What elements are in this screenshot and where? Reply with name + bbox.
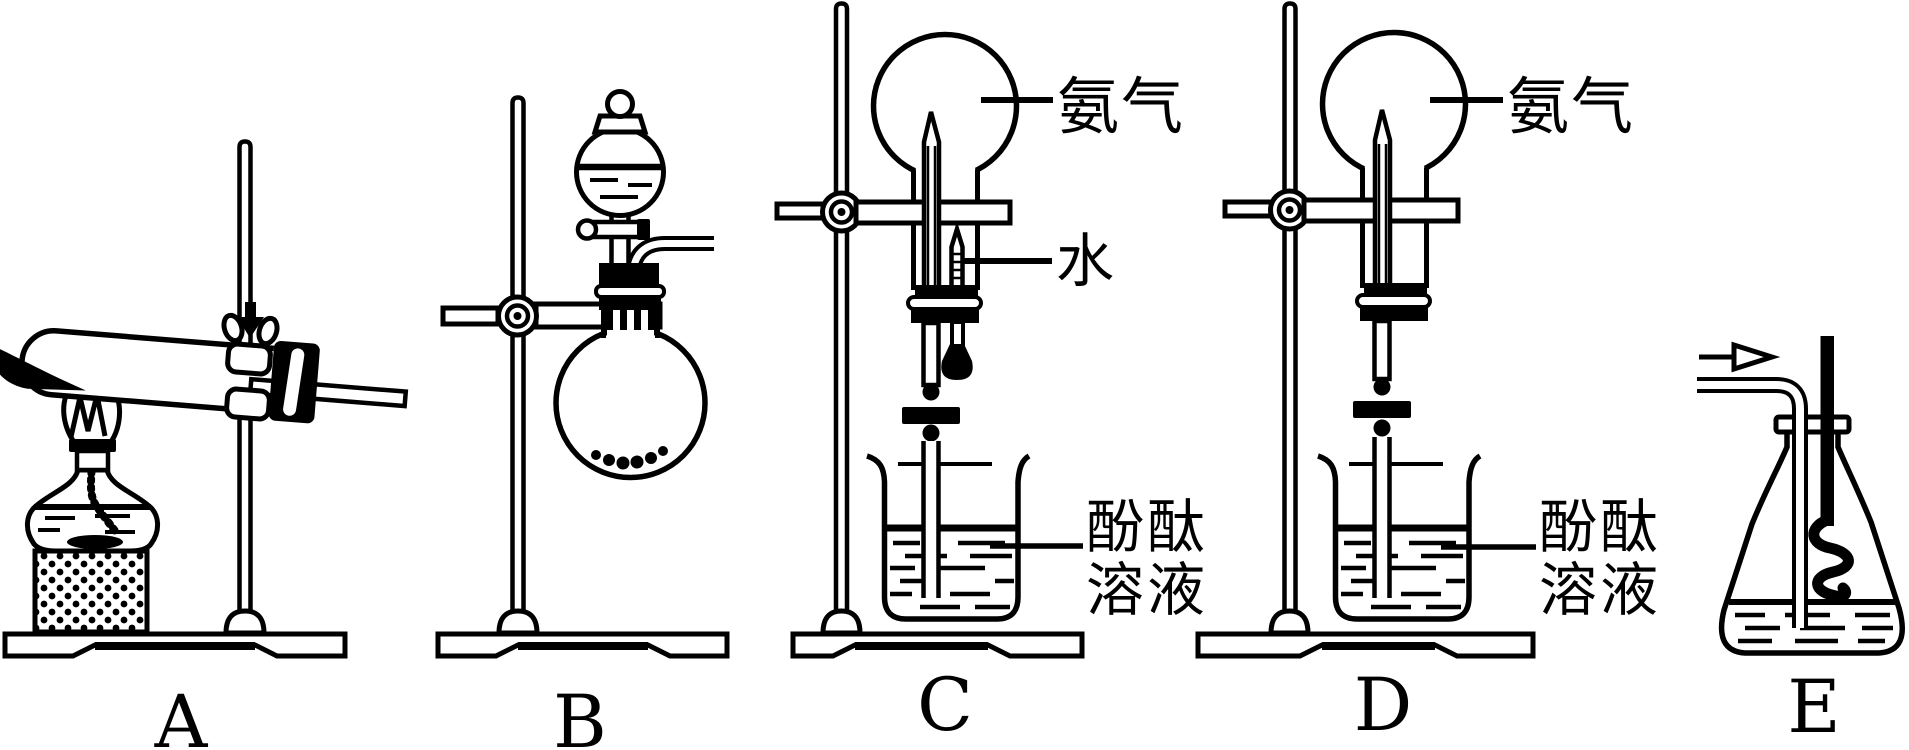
stopper-white-band	[906, 295, 983, 311]
skirt-bar	[606, 308, 613, 330]
particle	[603, 454, 615, 466]
apparatus-b-flask-with-dropping-funnel: B	[435, 89, 730, 750]
stopper-white-band	[594, 284, 666, 299]
particle	[645, 452, 657, 464]
wing-nut-left	[221, 312, 245, 344]
clamp-knob-dot	[837, 208, 846, 216]
stopcock-handle-ring	[575, 218, 599, 241]
stand-rod	[833, 1, 850, 634]
gas-flow-arrow-head	[1731, 341, 1781, 373]
rubber-stopper-bottom	[911, 308, 979, 323]
water-label: 水	[1056, 227, 1114, 295]
dropper-stem	[950, 320, 965, 348]
skirt-bar	[634, 308, 641, 330]
gas-inlet-tube-bore	[1697, 381, 1804, 628]
particle	[616, 456, 630, 470]
ammonia-label-d: 氨气	[1507, 70, 1635, 143]
down-tube-lower-bore	[925, 441, 937, 598]
clamp-knob-dot	[513, 312, 522, 320]
particle	[658, 446, 668, 456]
phenolphthalein-label-d-line2: 溶液	[1539, 556, 1661, 624]
ammonia-label-c: 氨气	[1057, 70, 1185, 143]
round-bottom-flask	[553, 325, 708, 481]
stopper-skirt	[606, 308, 655, 330]
particle	[591, 450, 601, 460]
jet-nozzle-tube	[1372, 109, 1393, 291]
liquid-dashes	[1341, 540, 1465, 610]
particle	[630, 455, 644, 469]
stopcock-bead-lower	[1373, 419, 1391, 437]
setup-label-c: C	[917, 663, 973, 748]
stopper-highlight	[283, 348, 305, 416]
jet-nozzle-tube	[921, 111, 942, 293]
setup-label-a: A	[154, 680, 209, 750]
down-tube-lower-bore	[1376, 437, 1388, 598]
clamp-jaw-lower	[224, 386, 272, 422]
stopcock-bead-upper	[1373, 378, 1391, 396]
rubber-stopper-bottom	[1360, 306, 1428, 321]
rubber-stopper-bottom	[599, 297, 661, 310]
funnel-stopper-knob	[605, 89, 635, 119]
stopcock-bead-upper	[922, 383, 940, 401]
wing-nut-right	[256, 315, 280, 347]
solid-reagent	[0, 345, 86, 391]
apparatus-e-gas-absorption-flask: E	[1697, 336, 1905, 750]
fuel-residue	[67, 535, 123, 549]
rubber-stopper-top	[1364, 283, 1427, 296]
stand-rod	[1282, 1, 1298, 634]
fountain-flask-bulb	[870, 31, 1020, 181]
stopcock-bead-lower	[922, 424, 940, 442]
clamp-jaw-upper	[225, 341, 273, 377]
clamp-tail-arm	[1222, 199, 1278, 219]
clamp	[221, 302, 280, 422]
stand-foot	[496, 608, 540, 636]
apparatus-a-heating-test-tube: A	[0, 139, 409, 750]
flask-mouth-rim	[1773, 414, 1852, 435]
down-tube-upper	[921, 320, 941, 388]
apparatus-c-fountain-with-dropper: 氨气 水 酚酞 溶液 C	[774, 1, 1208, 748]
test-tube	[0, 328, 409, 424]
funnel-bulb	[574, 126, 666, 218]
solid-particles	[591, 446, 668, 470]
wire-coil	[1808, 514, 1854, 602]
beaker	[1317, 453, 1482, 622]
phenolphthalein-label-c-line2: 溶液	[1086, 556, 1208, 624]
skirt-bar	[648, 308, 655, 330]
flame-tongues	[68, 394, 108, 438]
stand-rod	[510, 95, 526, 634]
phenolphthalein-label-c-line1: 酚酞	[1086, 493, 1208, 561]
clamp-screw-arrow	[237, 302, 264, 338]
stopcock-bar	[902, 407, 960, 424]
wood-block	[32, 548, 150, 635]
setup-label-b: B	[553, 680, 607, 750]
rubber-stopper-top	[599, 263, 659, 286]
dropper-tip	[949, 221, 965, 293]
stopcock-bar	[1353, 401, 1411, 418]
phenolphthalein-label-d-line1: 酚酞	[1539, 493, 1661, 561]
stirring-rod	[1820, 336, 1834, 526]
beaker	[866, 453, 1031, 622]
stopcock-plug	[637, 219, 650, 240]
skirt-bar	[620, 308, 627, 330]
clamp-knob-dot	[1285, 206, 1294, 214]
dropper-rubber-bulb	[941, 344, 973, 380]
alcohol-lamp	[25, 439, 160, 554]
dropping-funnel	[574, 89, 666, 271]
rubber-stopper-top	[915, 285, 978, 298]
clamp-tail-arm	[774, 201, 830, 221]
fountain-flask-bulb	[1319, 29, 1469, 179]
delivery-tube-bore	[630, 240, 714, 267]
stand-foot	[820, 608, 863, 636]
clamp-tail-arm	[440, 305, 501, 327]
setup-label-d: D	[1354, 663, 1413, 748]
setup-label-e: E	[1787, 665, 1840, 750]
stopper-white-band	[1355, 293, 1432, 309]
down-tube-upper	[1372, 318, 1392, 382]
stand-foot	[1268, 608, 1311, 636]
apparatus-d-fountain-no-dropper: 氨气 酚酞 溶液 D	[1195, 1, 1661, 748]
lamp-cap	[74, 448, 111, 473]
stand-foot	[223, 608, 267, 636]
